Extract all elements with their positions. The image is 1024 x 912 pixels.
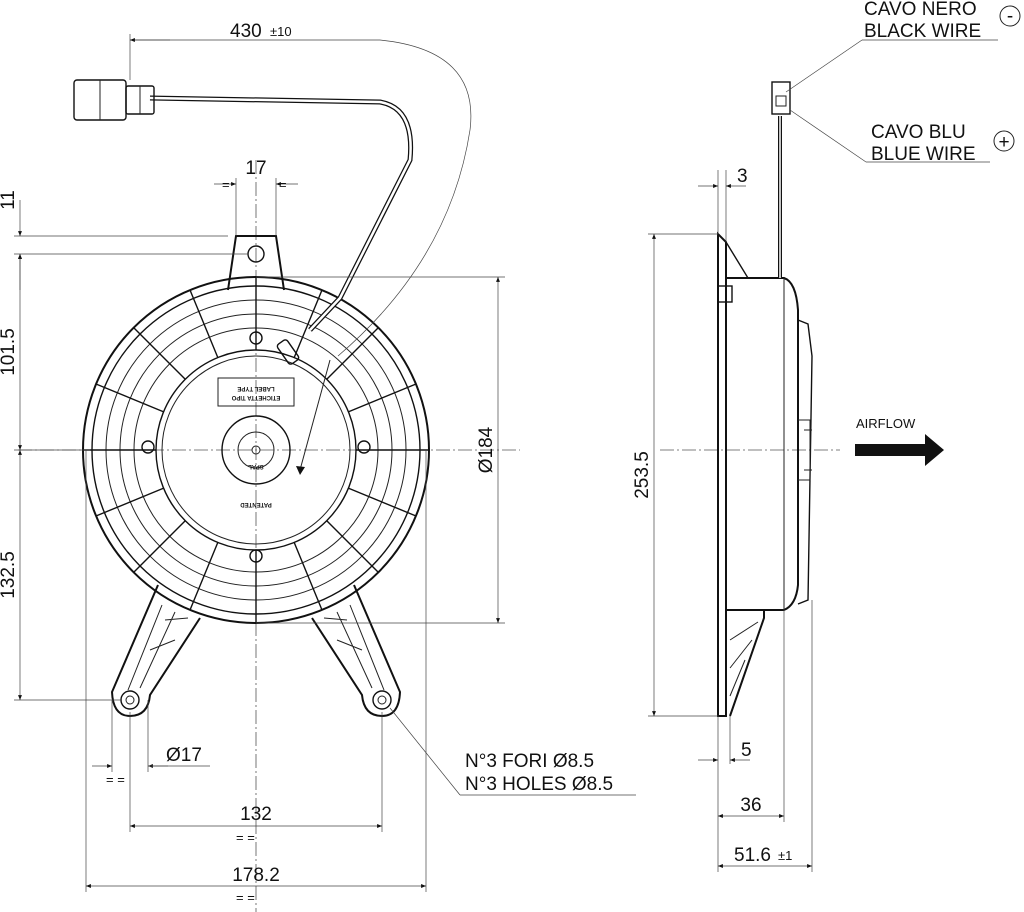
top-to-center-dim: 101.5	[0, 328, 19, 376]
brand-logo-text: SPAL	[248, 463, 264, 469]
holes-callout-en: N°3 HOLES Ø8.5	[465, 774, 613, 795]
blue-wire-label-it: CAVO BLU	[871, 122, 966, 143]
side-connector-block	[717, 285, 733, 303]
total-width-dim: 178.2	[232, 865, 280, 886]
side-motor-rear	[797, 319, 813, 605]
black-wire-label-en: BLACK WIRE	[864, 21, 981, 42]
positive-polarity-sign: +	[998, 132, 1009, 153]
tab-width-equal-right: =	[279, 177, 287, 192]
label-line-1: ETICHETTA TIPO	[231, 394, 280, 400]
negative-polarity-icon	[999, 5, 1021, 27]
motor-screws	[141, 331, 371, 563]
label-line-2: LABEL TYPE	[237, 385, 274, 391]
right-foot-bracket	[311, 584, 402, 718]
cable-length-dim-arc	[130, 39, 472, 357]
side-lower-bracket	[726, 609, 765, 717]
total-width-equals: = =	[236, 890, 255, 905]
label-plate	[217, 377, 295, 407]
airflow-arrow-icon	[855, 434, 944, 466]
foot-diameter-equals: = =	[106, 772, 125, 787]
cable-length-tol: ±10	[270, 24, 292, 39]
guard-spokes	[83, 277, 429, 623]
tab-width-dim: 17	[245, 158, 266, 179]
total-depth-dim: 51.6	[734, 845, 771, 866]
hole-spacing-dim: 132	[240, 804, 272, 825]
cable-grommet	[276, 339, 300, 365]
side-motor-body	[725, 277, 799, 611]
flange-bottom-dim: 5	[741, 740, 752, 761]
front-view: ETICHETTA TIPO LABEL TYPE PATENTED SPAL	[0, 21, 636, 912]
holes-callout-it: N°3 FORI Ø8.5	[465, 751, 594, 772]
side-view: CAVO NERO BLACK WIRE - CAVO BLU BLUE WIR…	[632, 0, 1021, 872]
side-flange	[717, 231, 727, 717]
tab-width-equal-left: =	[222, 177, 230, 192]
hub-mid	[237, 431, 275, 469]
black-wire-label-it: CAVO NERO	[864, 0, 977, 20]
left-foot-bracket	[110, 584, 201, 718]
side-upper-bracket	[725, 241, 750, 279]
body-depth-dim: 36	[740, 795, 761, 816]
patented-text: PATENTED	[240, 501, 272, 507]
side-connector	[771, 81, 791, 115]
foot-diameter-dim: Ø17	[166, 745, 202, 766]
cable-length-dim: 430	[230, 21, 262, 42]
blue-wire-label-en: BLUE WIRE	[871, 144, 976, 165]
fan-diameter-dim: Ø184	[476, 426, 497, 473]
motor-housing-inner	[161, 355, 351, 545]
total-height-dim: 253.5	[632, 451, 653, 499]
top-mounting-tab	[227, 235, 285, 291]
hub-shaft	[251, 445, 261, 455]
negative-polarity-sign: -	[1007, 6, 1013, 27]
flange-thickness-dim: 3	[737, 166, 748, 187]
power-cable	[149, 95, 414, 332]
center-to-bottom-dim: 132.5	[0, 551, 19, 599]
airflow-label: AIRFLOW	[856, 416, 916, 431]
positive-polarity-icon	[993, 130, 1015, 152]
hole-spacing-equals: = =	[236, 830, 255, 845]
tab-offset-dim: 11	[0, 190, 19, 210]
total-depth-tol: ±1	[778, 848, 792, 863]
hub-outer	[221, 415, 291, 485]
